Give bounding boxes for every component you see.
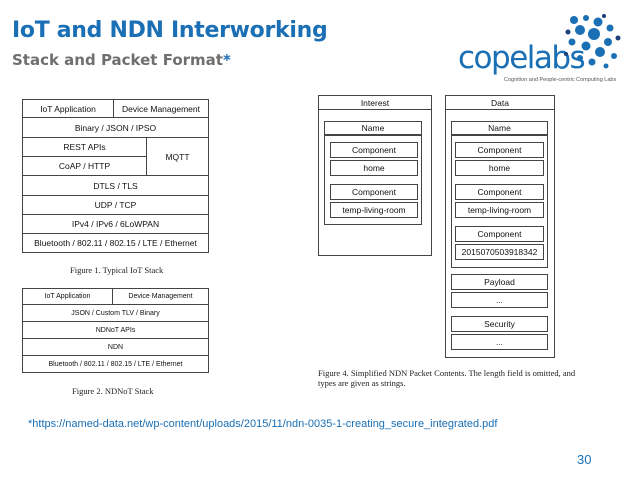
fig2-iot-application: IoT Application [22, 288, 113, 305]
fig1-coap-http: CoAP / HTTP [22, 156, 147, 176]
data-name-outline [451, 135, 548, 268]
fig1-device-management: Device Management [113, 99, 209, 118]
subtitle-star: * [222, 51, 231, 69]
fig2-link-layers: Bluetooth / 802.11 / 802.15 / LTE / Ethe… [22, 355, 209, 373]
fig1-link-layers: Bluetooth / 802.11 / 802.15 / LTE / Ethe… [22, 233, 209, 253]
source-footnote: *https://named-data.net/wp-content/uploa… [28, 418, 498, 430]
fig1-mqtt: MQTT [146, 137, 209, 176]
copelabs-logo: copelabs Cognition and People-centric Co… [456, 14, 626, 84]
interest-value-temp: temp-living-room [330, 202, 418, 218]
fig2-device-management: Device Management [112, 288, 209, 305]
interest-component-2: Component [330, 184, 418, 200]
data-header: Data [445, 95, 555, 110]
logo-molecule-icon [564, 14, 621, 69]
data-security-value: ... [451, 334, 548, 350]
fig1-iot-application: IoT Application [22, 99, 114, 118]
data-name: Name [451, 121, 548, 135]
interest-header: Interest [318, 95, 432, 110]
fig1-binary-json-ipso: Binary / JSON / IPSO [22, 117, 209, 138]
fig2-caption: Figure 2. NDNoT Stack [72, 386, 154, 396]
fig1-dtls-tls: DTLS / TLS [22, 175, 209, 196]
page-number: 30 [577, 452, 592, 467]
logo-text: copelabs [458, 40, 586, 76]
fig1-rest-apis: REST APIs [22, 137, 147, 157]
subtitle-text: Stack and Packet Format [12, 51, 223, 69]
interest-value-home: home [330, 160, 418, 176]
fig2-ndnot-apis: NDNoT APIs [22, 321, 209, 339]
logo-tagline: Cognition and People-centric Computing L… [504, 77, 617, 83]
slide-subtitle: Stack and Packet Format* [12, 51, 231, 69]
fig4-caption: Figure 4. Simplified NDN Packet Contents… [318, 368, 576, 388]
interest-name-outline [324, 135, 422, 225]
fig1-ipv4-ipv6: IPv4 / IPv6 / 6LoWPAN [22, 214, 209, 234]
interest-name: Name [324, 121, 422, 135]
data-component-1: Component [455, 142, 544, 158]
data-value-timestamp: 2015070503918342 [455, 244, 544, 260]
data-payload-value: ... [451, 292, 548, 308]
fig2-ndn: NDN [22, 338, 209, 356]
fig1-caption: Figure 1. Typical IoT Stack [70, 265, 164, 275]
fig2-json-tlv-binary: JSON / Custom TLV / Binary [22, 304, 209, 322]
interest-component-1: Component [330, 142, 418, 158]
data-payload: Payload [451, 274, 548, 290]
data-security: Security [451, 316, 548, 332]
fig1-udp-tcp: UDP / TCP [22, 195, 209, 215]
data-component-2: Component [455, 184, 544, 200]
data-value-home: home [455, 160, 544, 176]
data-component-3: Component [455, 226, 544, 242]
slide-title: IoT and NDN Interworking [12, 18, 328, 43]
data-value-temp: temp-living-room [455, 202, 544, 218]
